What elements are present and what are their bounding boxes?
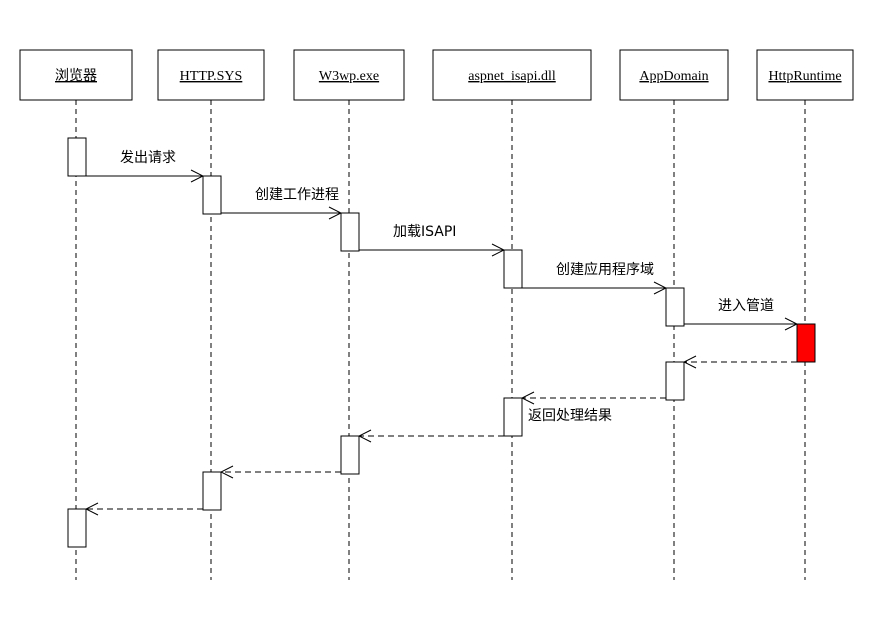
participant-label-w3wp: W3wp.exe bbox=[319, 69, 379, 84]
participant-label-runtime: HttpRuntime bbox=[768, 69, 841, 84]
participant-box-httpsys bbox=[157, 49, 265, 101]
activations bbox=[67, 137, 816, 548]
lifelines bbox=[75, 100, 806, 580]
activation-isapi bbox=[503, 249, 523, 289]
activation-w3wp bbox=[340, 212, 360, 252]
activation-w3wp bbox=[340, 435, 360, 475]
participant-box-w3wp bbox=[293, 49, 405, 101]
activation-appdomain bbox=[665, 361, 685, 401]
participant-box-runtime bbox=[756, 49, 854, 101]
message-label-appdomain-to-runtime: 进入管道 bbox=[718, 298, 774, 314]
message-label-browser-to-httpsys: 发出请求 bbox=[120, 150, 176, 166]
activation-isapi bbox=[503, 397, 523, 437]
participant-label-browser: 浏览器 bbox=[55, 68, 97, 84]
activation-httpsys bbox=[202, 175, 222, 215]
activation-httpsys bbox=[202, 471, 222, 511]
message-label-appdomain-to-isapi: 返回处理结果 bbox=[528, 408, 612, 424]
activation-runtime bbox=[796, 323, 816, 363]
message-label-httpsys-to-w3wp: 创建工作进程 bbox=[255, 187, 339, 203]
activation-browser bbox=[67, 137, 87, 177]
participant-box-appdomain bbox=[619, 49, 729, 101]
participant-label-isapi: aspnet_isapi.dll bbox=[468, 69, 556, 84]
activation-browser bbox=[67, 508, 87, 548]
participant-box-isapi bbox=[432, 49, 592, 101]
participant-label-appdomain: AppDomain bbox=[639, 69, 708, 84]
message-label-w3wp-to-isapi: 加载ISAPI bbox=[393, 224, 456, 240]
participant-label-httpsys: HTTP.SYS bbox=[180, 69, 243, 84]
activation-appdomain bbox=[665, 287, 685, 327]
message-label-isapi-to-appdomain: 创建应用程序域 bbox=[556, 261, 654, 278]
participant-heads: 浏览器 HTTP.SYS W3wp.exe aspnet_isapi.dll AppDo… bbox=[19, 49, 854, 101]
participant-box-browser bbox=[19, 49, 133, 101]
